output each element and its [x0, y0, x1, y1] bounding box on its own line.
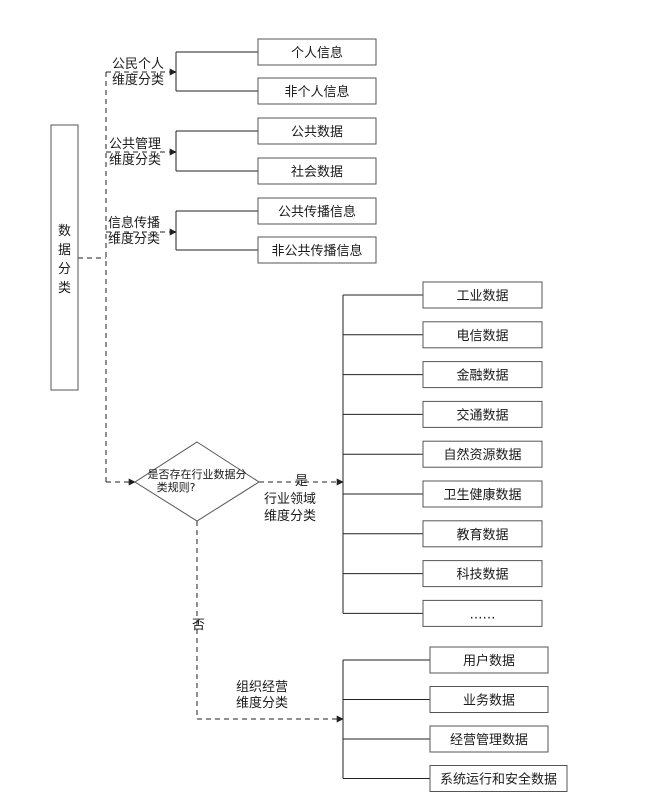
box-public-spread-info: 公共传播信息	[278, 204, 356, 220]
box-social-data: 社会数据	[291, 164, 343, 180]
decision-yes-label: 是	[295, 474, 308, 489]
organization-box	[429, 765, 568, 792]
organization-label-line1: 组织经营	[236, 680, 288, 695]
industry-box-label: 交通数据	[456, 407, 508, 423]
industry-box-label: 电信数据	[456, 329, 508, 344]
industry-box	[422, 321, 543, 349]
industry-box-label: 自然资源数据	[443, 447, 521, 463]
industry-box-label: 卫生健康数据	[443, 487, 521, 503]
organization-box	[429, 646, 549, 674]
industry-box	[422, 400, 543, 428]
branch-info-label-line2: 维度分类	[108, 231, 160, 247]
decision-node: 是否存在行业数据分 类规则? 是 否	[134, 441, 308, 633]
branch-public-label-line2: 维度分类	[109, 152, 161, 168]
industry-box	[422, 361, 543, 389]
industry-label-line2: 维度分类	[264, 508, 316, 524]
organization-box	[429, 686, 549, 713]
organization-label-line2: 维度分类	[236, 695, 288, 711]
organization-box-label: 业务数据	[463, 693, 515, 709]
industry-box	[422, 480, 543, 508]
branch-personal-label-line2: 维度分类	[112, 72, 164, 88]
industry-box-label: ……	[470, 607, 496, 622]
industry-box	[422, 440, 543, 468]
decision-question-line2: 类规则?	[157, 480, 196, 494]
industry-box-label: 教育数据	[456, 527, 508, 543]
box-personal-info: 个人信息	[291, 45, 343, 61]
root-label-char: 数	[58, 224, 71, 239]
branch-public-label-line1: 公共管理	[109, 137, 161, 152]
branch-info-label-line1: 信息传播	[108, 215, 160, 231]
root-label-char: 类	[58, 281, 71, 296]
branch-personal-label-line1: 公民个人	[112, 57, 164, 72]
industry-box	[422, 281, 543, 309]
industry-box	[422, 560, 543, 588]
root-label-char: 分	[58, 262, 71, 277]
organization-box-label: 用户数据	[463, 653, 515, 669]
industry-box	[422, 520, 543, 548]
branch-information-spread: 信息传播 维度分类 公共传播信息 非公共传播信息	[108, 197, 377, 264]
decision-question-line1: 是否存在行业数据分	[148, 467, 247, 481]
industry-box-label: 工业数据	[456, 289, 508, 304]
box-public-data: 公共数据	[291, 125, 343, 140]
box-non-personal-info: 非个人信息	[284, 84, 349, 100]
organization-box	[429, 725, 549, 753]
industry-box-label: 科技数据	[456, 568, 508, 583]
organization-box-label: 系统运行和安全数据	[440, 772, 557, 788]
industry-label-line1: 行业领域	[264, 492, 316, 507]
industry-box-label: 金融数据	[456, 368, 508, 384]
industry-box	[422, 599, 543, 627]
branch-industry: 行业领域 维度分类 工业数据电信数据金融数据交通数据自然资源数据卫生健康数据教育…	[264, 281, 543, 627]
box-non-public-spread-info: 非公共传播信息	[271, 243, 362, 259]
connector-lines	[78, 51, 430, 779]
branch-personal: 公民个人 维度分类 个人信息 非个人信息	[112, 38, 377, 105]
decision-no-label: 否	[192, 618, 205, 633]
organization-box-label: 经营管理数据	[450, 733, 528, 748]
branch-public-management: 公共管理 维度分类 公共数据 社会数据	[109, 117, 377, 185]
root-label-char: 据	[58, 243, 71, 258]
